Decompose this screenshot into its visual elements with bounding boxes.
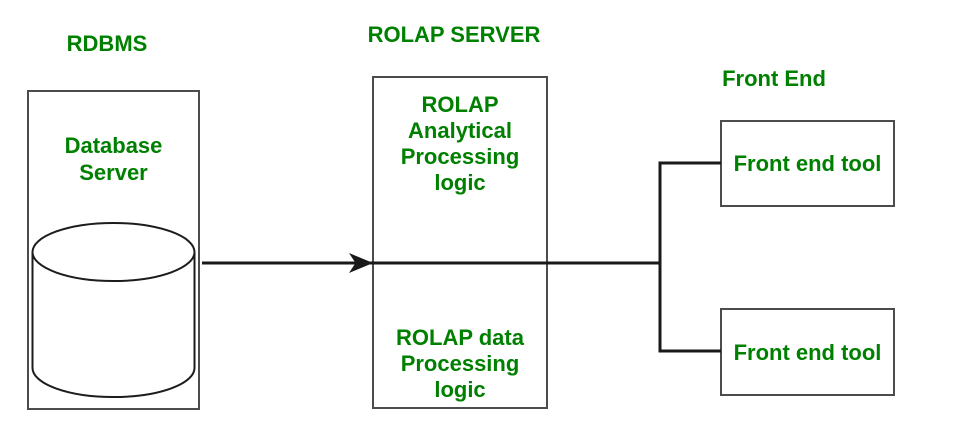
arrowhead-icon [349,253,373,273]
front-end-tool-box-2: Front end tool [720,308,895,396]
rolap-analytical-processing-label: ROLAP Analytical Processing logic [400,92,520,195]
front-end-tool-label: Front end tool [733,339,882,365]
front-end-tool-label: Front end tool [733,151,882,176]
rdbms-box: Database Server [27,90,200,410]
rolap-server-box: ROLAP Analytical Processing logic ROLAP … [372,76,548,409]
rolap-data-processing-label: ROLAP data Processing logic [396,325,524,402]
database-server-label: Database Server [64,133,163,185]
front-end-title: Front End [722,66,826,91]
rdbms-title: RDBMS [66,31,148,56]
front-end-tool-box-1: Front end tool [720,120,895,207]
rolap-server-title: ROLAP SERVER [367,22,541,47]
